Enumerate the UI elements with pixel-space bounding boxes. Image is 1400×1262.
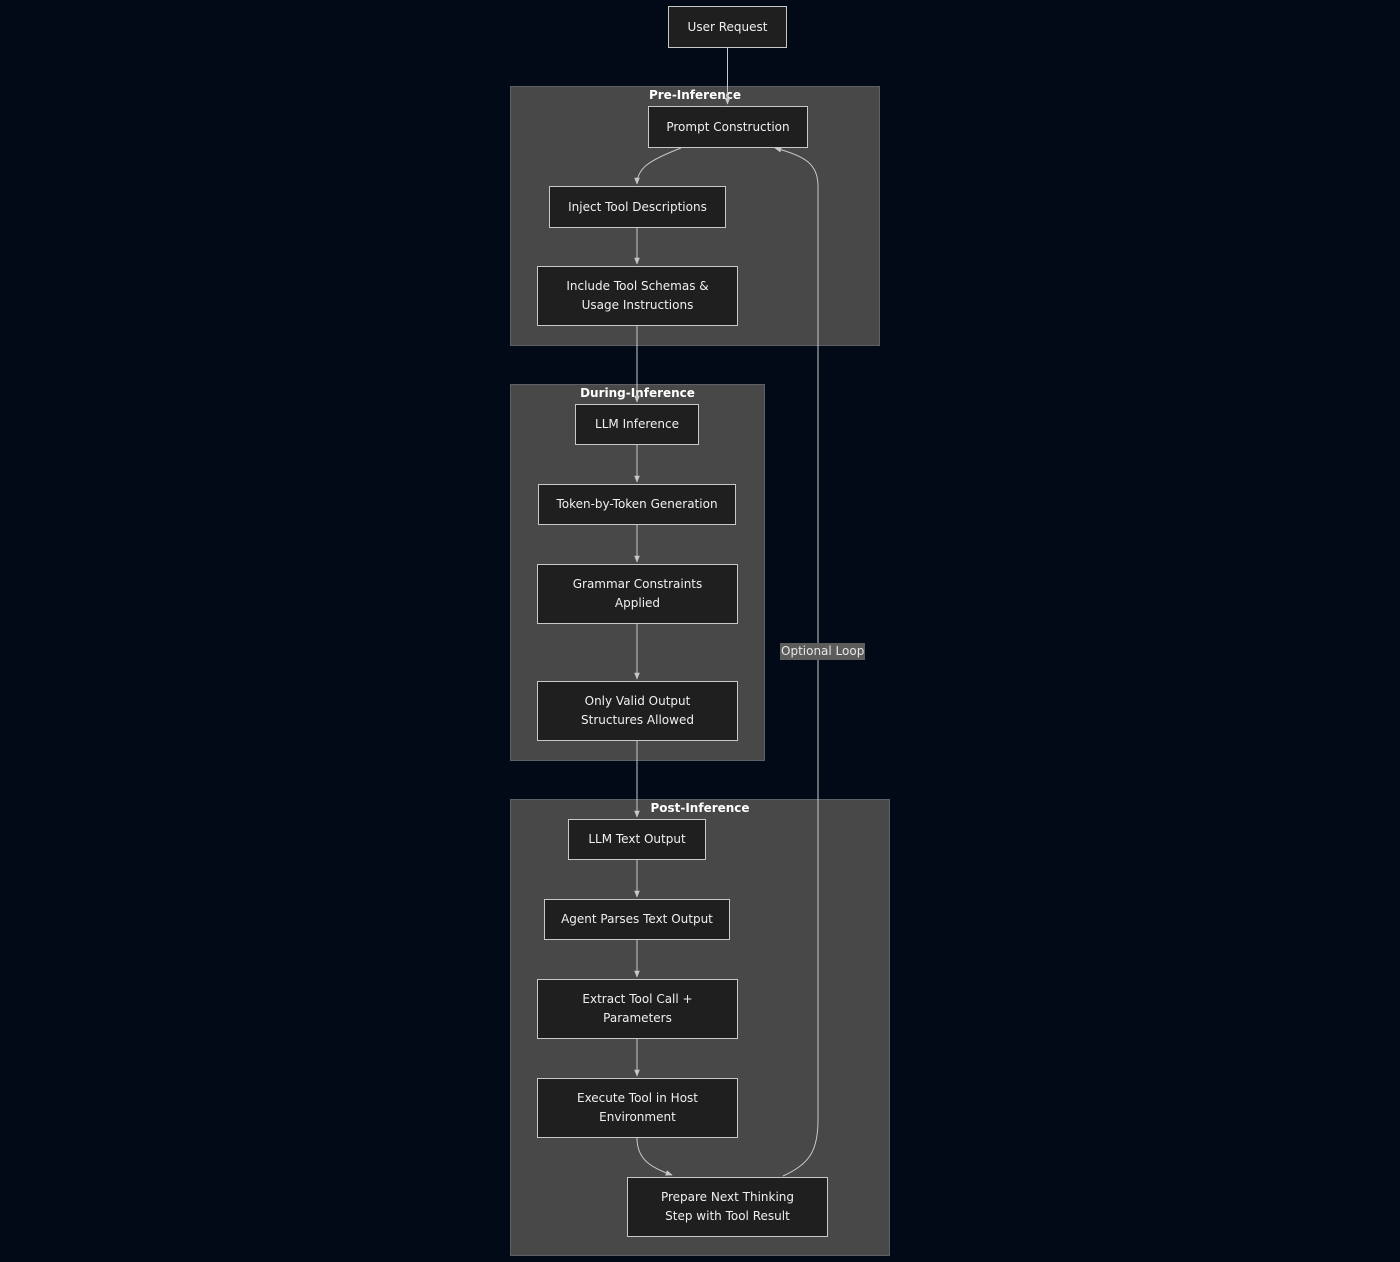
node-prompt-construction: Prompt Construction xyxy=(648,106,808,148)
node-agent-parses: Agent Parses Text Output xyxy=(544,899,730,940)
node-llm-text-output: LLM Text Output xyxy=(568,819,706,860)
cluster-title-post-inference: Post-Inference xyxy=(650,801,750,815)
cluster-title-during-inference: During-Inference xyxy=(580,386,695,400)
node-user-request: User Request xyxy=(668,6,787,48)
edge-label-optional-loop: Optional Loop xyxy=(780,643,866,660)
node-inject-tool-descriptions: Inject Tool Descriptions xyxy=(549,186,726,228)
node-execute-tool: Execute Tool in Host Environment xyxy=(537,1078,738,1138)
node-include-tool-schemas: Include Tool Schemas & Usage Instruction… xyxy=(537,266,738,326)
node-token-generation: Token-by-Token Generation xyxy=(538,484,736,525)
node-prepare-next-step: Prepare Next Thinking Step with Tool Res… xyxy=(627,1177,828,1237)
node-extract-tool-call: Extract Tool Call + Parameters xyxy=(537,979,738,1039)
cluster-title-pre-inference: Pre-Inference xyxy=(648,88,742,102)
node-only-valid-output: Only Valid Output Structures Allowed xyxy=(537,681,738,741)
node-grammar-constraints: Grammar Constraints Applied xyxy=(537,564,738,624)
node-llm-inference: LLM Inference xyxy=(575,404,699,445)
